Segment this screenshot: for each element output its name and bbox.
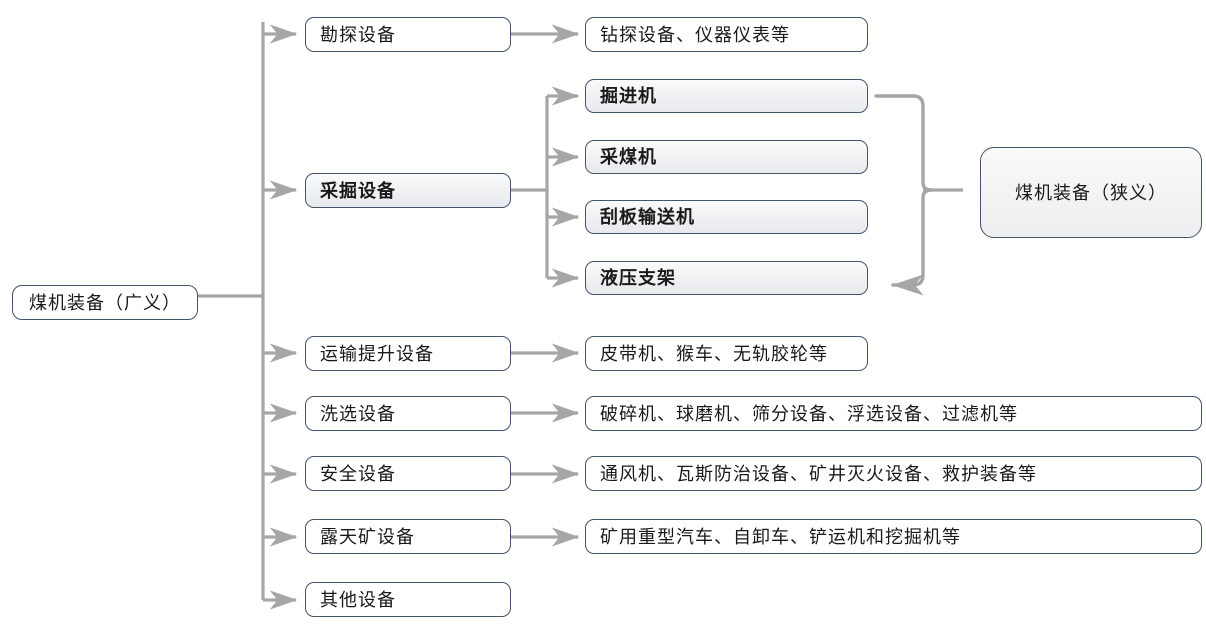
node-subitem-hydraulic-support-label: 液压支架 xyxy=(600,268,676,288)
node-category-other[interactable]: 其他设备 xyxy=(305,582,511,617)
node-subitem-shearer-label: 采煤机 xyxy=(600,147,657,167)
node-subitem-roadheader-label: 掘进机 xyxy=(600,86,657,106)
node-subitem-shearer[interactable]: 采煤机 xyxy=(585,140,868,174)
node-subitem-hydraulic-support[interactable]: 液压支架 xyxy=(585,261,868,295)
node-detail-open-pit-label: 矿用重型汽车、自卸车、铲运机和挖掘机等 xyxy=(600,526,961,547)
node-category-washing-label: 洗选设备 xyxy=(320,403,396,424)
node-root-label: 煤机装备（广义） xyxy=(29,292,181,313)
root-trunk-connector xyxy=(198,22,265,600)
node-category-open-pit[interactable]: 露天矿设备 xyxy=(305,519,511,554)
node-category-mining-label: 采掘设备 xyxy=(320,180,396,201)
node-callout-label: 煤机装备（狭义） xyxy=(1015,182,1167,203)
node-category-exploration[interactable]: 勘探设备 xyxy=(305,17,511,52)
node-detail-transport[interactable]: 皮带机、猴车、无轨胶轮等 xyxy=(585,336,868,371)
node-category-transport[interactable]: 运输提升设备 xyxy=(305,336,511,371)
node-subitem-scraper-conveyor[interactable]: 刮板输送机 xyxy=(585,200,868,234)
node-category-exploration-label: 勘探设备 xyxy=(320,24,396,45)
node-detail-safety[interactable]: 通风机、瓦斯防治设备、矿井灭火设备、救护装备等 xyxy=(585,456,1202,491)
node-subitem-scraper-conveyor-label: 刮板输送机 xyxy=(600,207,695,227)
node-detail-washing-label: 破碎机、球磨机、筛分设备、浮选设备、过滤机等 xyxy=(600,403,1018,424)
node-category-safety-label: 安全设备 xyxy=(320,463,396,484)
node-category-mining[interactable]: 采掘设备 xyxy=(305,173,511,208)
node-detail-open-pit[interactable]: 矿用重型汽车、自卸车、铲运机和挖掘机等 xyxy=(585,519,1202,554)
mining-subtree-connector xyxy=(511,86,580,288)
node-subitem-roadheader[interactable]: 掘进机 xyxy=(585,79,868,113)
node-detail-exploration[interactable]: 钻探设备、仪器仪表等 xyxy=(585,17,868,52)
node-category-safety[interactable]: 安全设备 xyxy=(305,456,511,491)
node-detail-washing[interactable]: 破碎机、球磨机、筛分设备、浮选设备、过滤机等 xyxy=(585,396,1202,431)
node-category-transport-label: 运输提升设备 xyxy=(320,343,434,364)
node-category-washing[interactable]: 洗选设备 xyxy=(305,396,511,431)
node-callout-coal-machinery-narrow[interactable]: 煤机装备（狭义） xyxy=(980,147,1202,238)
node-detail-exploration-label: 钻探设备、仪器仪表等 xyxy=(600,24,790,45)
narrow-definition-brace xyxy=(874,94,963,296)
node-detail-safety-label: 通风机、瓦斯防治设备、矿井灭火设备、救护装备等 xyxy=(600,463,1037,484)
node-root-coal-machinery-broad[interactable]: 煤机装备（广义） xyxy=(12,285,198,320)
node-category-open-pit-label: 露天矿设备 xyxy=(320,526,415,547)
node-category-other-label: 其他设备 xyxy=(320,589,396,610)
node-detail-transport-label: 皮带机、猴车、无轨胶轮等 xyxy=(600,343,828,364)
